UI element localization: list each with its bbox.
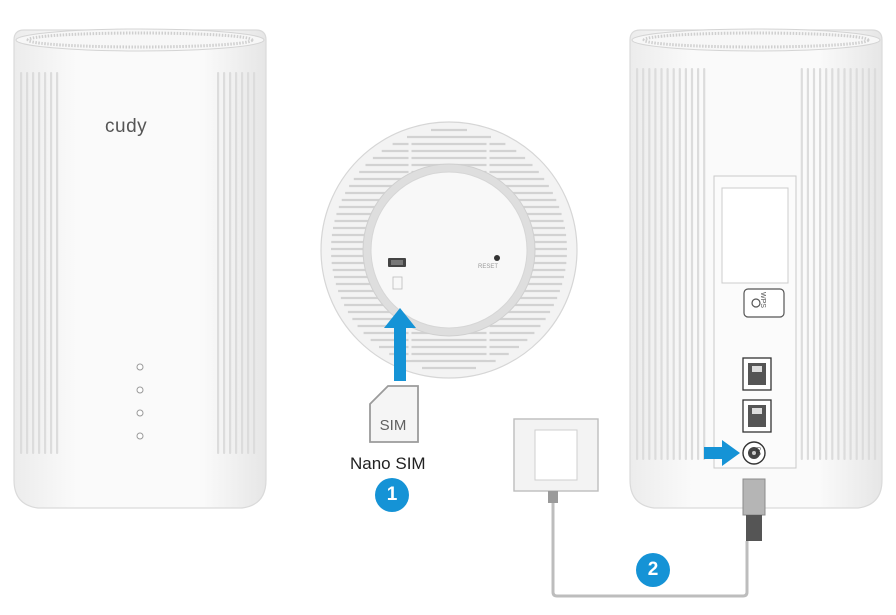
wps-label: WPS [759,292,766,308]
reset-label: RESET [478,264,499,270]
indicator-light [136,386,144,394]
label-area [721,187,789,284]
dc-port [742,441,766,465]
front-router [13,28,267,509]
brand-logo: cudy [105,116,148,137]
indicator-light [136,432,144,440]
indicator-light [136,363,144,371]
indicator-lights [136,363,144,440]
sim-card-icon [369,385,419,443]
power-adapter [513,418,749,598]
front-vent-left [20,72,59,454]
power-plug [742,478,766,541]
step-1-badge: 1 [375,478,409,512]
step-2-badge: 2 [636,553,670,587]
wps-button [743,288,785,318]
power-cable [551,503,749,598]
ethernet-port-2 [742,399,772,433]
ethernet-port-1 [742,357,772,391]
nano-sim-caption: Nano SIM [350,454,426,473]
front-vent-right [217,72,256,454]
sim-slot-icon [392,276,403,290]
back-router [629,28,883,541]
router-top-view [320,121,578,379]
power-port-arrow [704,440,740,466]
indicator-light [136,409,144,417]
sim-card-label: SIM [379,417,407,434]
back-vents [636,68,877,460]
insert-arrow [384,308,416,381]
reset-hole [494,255,500,261]
dc-label: DC [754,447,760,456]
